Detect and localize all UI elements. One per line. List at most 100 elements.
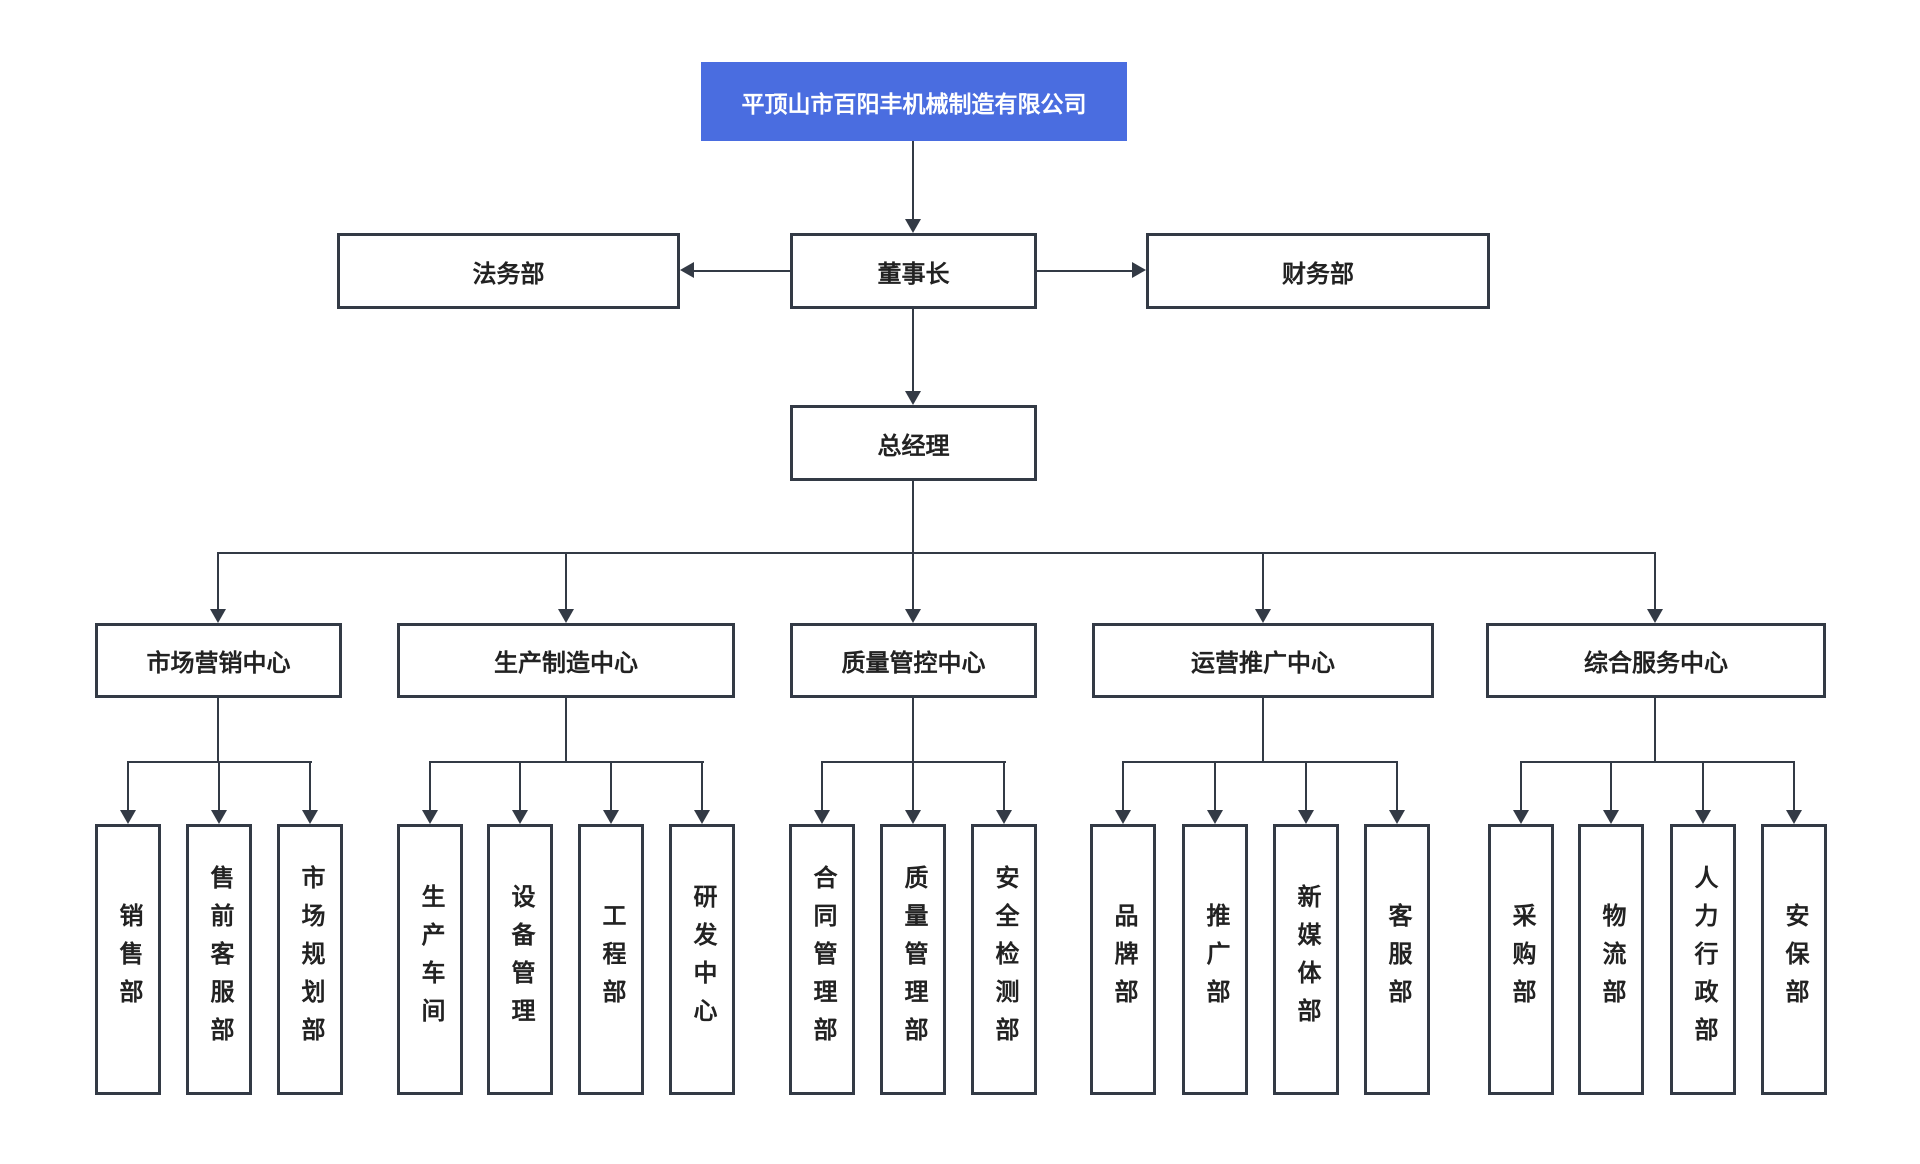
connector-line	[1520, 761, 1795, 763]
node-chairman[interactable]: 董事长	[790, 233, 1037, 309]
connector-line	[1305, 761, 1307, 810]
connector-line	[1793, 761, 1795, 810]
node-dept-brand[interactable]: 品牌部	[1090, 824, 1156, 1095]
connector-line	[429, 761, 704, 763]
dept-security-label: 安保部	[1781, 902, 1808, 1017]
node-dept-engineering[interactable]: 工程部	[578, 824, 644, 1095]
arrowhead-down-icon	[120, 810, 136, 824]
connector-line	[218, 761, 220, 810]
arrowhead-down-icon	[694, 810, 710, 824]
connector-line	[565, 552, 567, 609]
arrowhead-down-icon	[422, 810, 438, 824]
company-root-label: 平顶山市百阳丰机械制造有限公司	[741, 90, 1087, 117]
connector-line	[519, 761, 521, 810]
connector-line	[1262, 552, 1264, 609]
arrowhead-down-icon	[210, 609, 226, 623]
center-production-label: 生产制造中心	[494, 650, 638, 677]
connector-line	[1520, 761, 1522, 810]
arrowhead-down-icon	[905, 810, 921, 824]
dept-purchasing-label: 采购部	[1508, 902, 1535, 1017]
connector-line	[1702, 761, 1704, 810]
node-dept-promotion[interactable]: 推广部	[1182, 824, 1248, 1095]
node-finance-dept[interactable]: 财务部	[1146, 233, 1490, 309]
arrowhead-down-icon	[1786, 810, 1802, 824]
node-general-manager[interactable]: 总经理	[790, 405, 1037, 481]
connector-line	[912, 141, 914, 219]
arrowhead-down-icon	[905, 219, 921, 233]
arrowhead-down-icon	[1603, 810, 1619, 824]
node-dept-market-planning[interactable]: 市场规划部	[277, 824, 343, 1095]
dept-production-workshop-label: 生产车间	[417, 883, 444, 1036]
node-dept-purchasing[interactable]: 采购部	[1488, 824, 1554, 1095]
connector-line	[217, 552, 1656, 554]
connector-line	[912, 481, 914, 554]
arrowhead-down-icon	[512, 810, 528, 824]
connector-line	[429, 761, 431, 810]
dept-promotion-label: 推广部	[1202, 902, 1229, 1017]
node-dept-sales[interactable]: 销售部	[95, 824, 161, 1095]
legal-dept-label: 法务部	[472, 260, 545, 288]
dept-contract-mgmt-label: 合同管理部	[809, 864, 836, 1055]
connector-line	[217, 552, 219, 609]
connector-line	[912, 761, 914, 810]
arrowhead-down-icon	[1298, 810, 1314, 824]
connector-line	[1610, 761, 1612, 810]
dept-customer-service-label: 客服部	[1384, 902, 1411, 1017]
center-operations-label: 运营推广中心	[1191, 650, 1335, 677]
node-dept-production-workshop[interactable]: 生产车间	[397, 824, 463, 1095]
connector-line	[1654, 698, 1656, 763]
connector-line	[1122, 761, 1124, 810]
dept-sales-label: 销售部	[115, 902, 142, 1017]
finance-dept-label: 财务部	[1282, 260, 1354, 288]
node-dept-security[interactable]: 安保部	[1761, 824, 1827, 1095]
dept-logistics-label: 物流部	[1598, 902, 1625, 1017]
connector-line	[1214, 761, 1216, 810]
connector-line	[1262, 698, 1264, 763]
connector-line	[217, 698, 219, 763]
dept-equipment-mgmt-label: 设备管理	[507, 883, 534, 1036]
dept-brand-label: 品牌部	[1110, 902, 1137, 1017]
node-center-quality[interactable]: 质量管控中心	[790, 623, 1037, 698]
center-services-label: 综合服务中心	[1584, 650, 1728, 677]
connector-line	[1654, 552, 1656, 609]
connector-line	[912, 309, 914, 391]
node-dept-safety-inspection[interactable]: 安全检测部	[971, 824, 1037, 1095]
node-center-services[interactable]: 综合服务中心	[1486, 623, 1826, 698]
arrowhead-down-icon	[905, 609, 921, 623]
arrowhead-down-icon	[1647, 609, 1663, 623]
node-dept-hr-admin[interactable]: 人力行政部	[1670, 824, 1736, 1095]
connector-line	[912, 698, 914, 763]
node-dept-quality-mgmt[interactable]: 质量管理部	[880, 824, 946, 1095]
connector-line	[1037, 270, 1132, 272]
node-dept-new-media[interactable]: 新媒体部	[1273, 824, 1339, 1095]
connector-line	[610, 761, 612, 810]
connector-line	[1122, 761, 1398, 763]
node-dept-customer-service[interactable]: 客服部	[1364, 824, 1430, 1095]
node-dept-contract-mgmt[interactable]: 合同管理部	[789, 824, 855, 1095]
arrowhead-down-icon	[814, 810, 830, 824]
connector-line	[1396, 761, 1398, 810]
arrowhead-down-icon	[1207, 810, 1223, 824]
connector-line	[694, 270, 790, 272]
node-center-marketing[interactable]: 市场营销中心	[95, 623, 342, 698]
arrowhead-down-icon	[211, 810, 227, 824]
node-center-production[interactable]: 生产制造中心	[397, 623, 735, 698]
arrowhead-down-icon	[1255, 609, 1271, 623]
arrowhead-left-icon	[680, 262, 694, 278]
general-manager-label: 总经理	[877, 432, 950, 460]
node-dept-equipment-mgmt[interactable]: 设备管理	[487, 824, 553, 1095]
node-dept-presales-service[interactable]: 售前客服部	[186, 824, 252, 1095]
node-dept-rnd-center[interactable]: 研发中心	[669, 824, 735, 1095]
arrowhead-down-icon	[996, 810, 1012, 824]
dept-safety-inspection-label: 安全检测部	[991, 864, 1018, 1055]
connector-line	[565, 698, 567, 763]
arrowhead-down-icon	[1513, 810, 1529, 824]
dept-market-planning-label: 市场规划部	[297, 864, 324, 1055]
node-company-root[interactable]: 平顶山市百阳丰机械制造有限公司	[701, 62, 1127, 141]
node-dept-logistics[interactable]: 物流部	[1578, 824, 1644, 1095]
dept-presales-service-label: 售前客服部	[206, 864, 233, 1055]
arrowhead-down-icon	[905, 391, 921, 405]
node-center-operations[interactable]: 运营推广中心	[1092, 623, 1434, 698]
node-legal-dept[interactable]: 法务部	[337, 233, 680, 309]
